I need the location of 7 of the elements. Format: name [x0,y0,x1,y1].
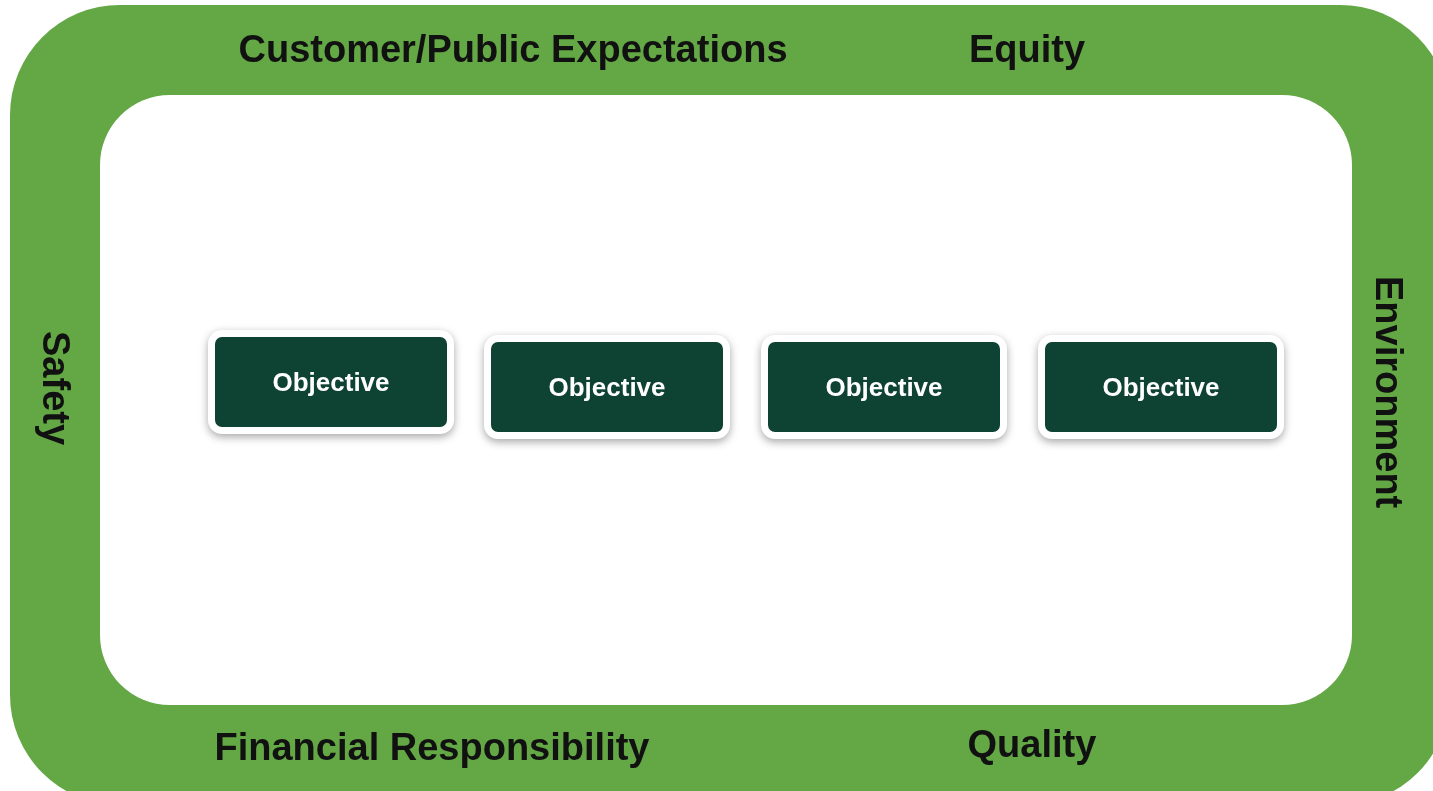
frame-band [10,5,1433,791]
band-label: Quality [967,724,1097,766]
band-label: Safety [34,331,76,446]
band-label: Customer/Public Expectations [238,29,788,71]
band-label: Financial Responsibility [214,727,650,769]
band-label: Environment [1367,276,1409,509]
band-label: Equity [969,29,1086,71]
